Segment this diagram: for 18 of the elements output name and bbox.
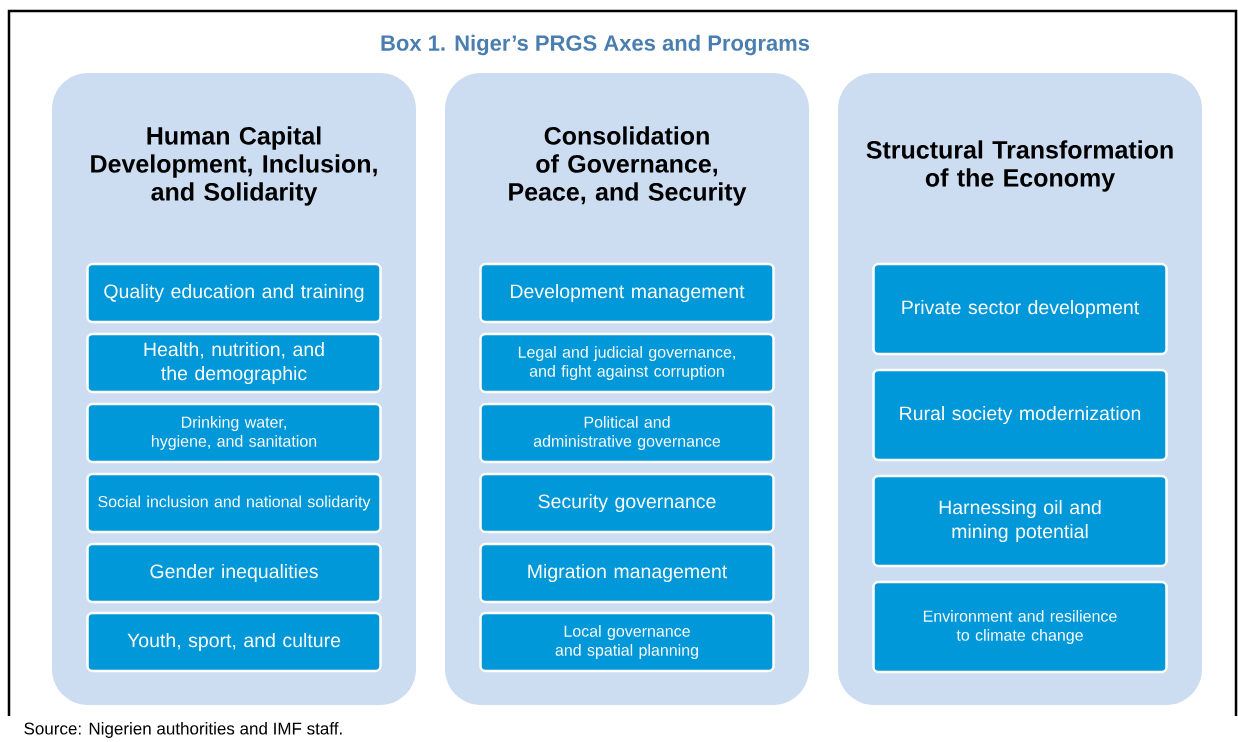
program-box: Social inclusion and national solidarity — [86, 472, 382, 534]
program-box: Rural society modernization — [872, 368, 1168, 462]
program-box: Development management — [479, 262, 775, 324]
program-box: Security governance — [479, 472, 775, 534]
program-box: Harnessing oil and mining potential — [872, 474, 1168, 568]
program-box: Private sector development — [872, 262, 1168, 356]
program-box: Political and administrative governance — [479, 402, 775, 464]
program-box: Quality education and training — [86, 262, 382, 324]
program-box: Gender inequalities — [86, 542, 382, 604]
program-box: Environment and resilience to climate change — [872, 580, 1168, 674]
program-box: Health, nutrition, and the demographic — [86, 332, 382, 394]
source-note: Source: Nigerien authorities and IMF staff. — [24, 722, 342, 738]
program-box: Legal and judicial governance, and fight against corruption — [479, 332, 775, 394]
program-box: Drinking water, hygiene, and sanitation — [86, 402, 382, 464]
program-box: Migration management — [479, 542, 775, 604]
title: Box 1. Niger’s PRGS Axes and Programs — [381, 34, 810, 56]
program-box: Youth, sport, and culture — [86, 611, 382, 673]
program-box: Local governance and spatial planning — [479, 611, 775, 673]
